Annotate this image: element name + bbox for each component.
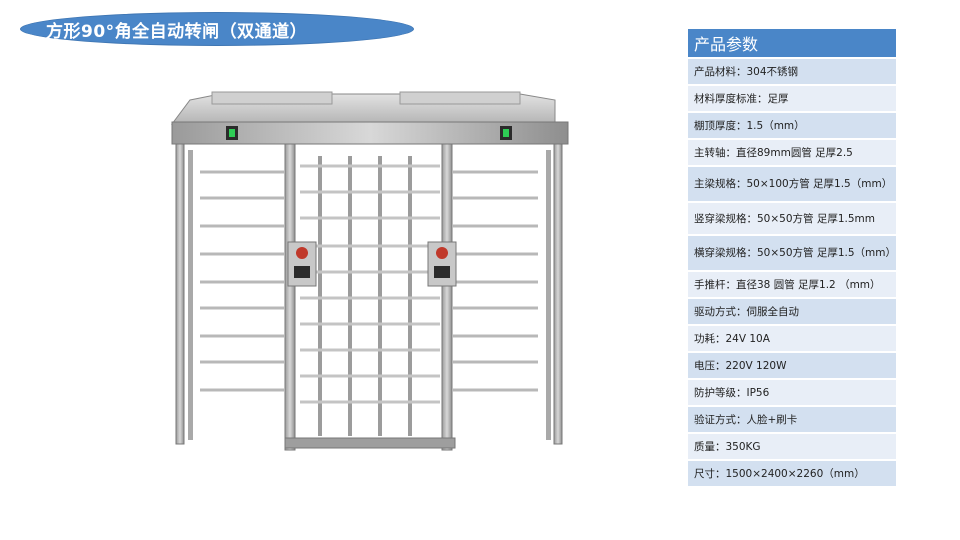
spec-row: 竖穿梁规格：50×50方管 足厚1.5mm (688, 201, 896, 234)
page-title: 方形90°角全自动转闸（双通道） (46, 22, 308, 42)
spec-row: 质量：350KG (688, 432, 896, 459)
turnstile-product-image (171, 91, 569, 451)
spec-row: 棚顶厚度：1.5（mm） (688, 111, 896, 138)
spec-row: 横穿梁规格：50×50方管 足厚1.5（mm） (688, 234, 896, 270)
spec-row: 材料厚度标准：足厚 (688, 84, 896, 111)
spec-row: 尺寸：1500×2400×2260（mm） (688, 459, 896, 486)
spec-table: 产品参数 产品材料：304不锈钢 材料厚度标准：足厚 棚顶厚度：1.5（mm） … (688, 29, 896, 486)
spec-row: 电压：220V 120W (688, 351, 896, 378)
title-banner (20, 12, 414, 46)
spec-row: 主梁规格：50×100方管 足厚1.5（mm） (688, 165, 896, 201)
spec-row: 验证方式：人脸+刷卡 (688, 405, 896, 432)
spec-row: 驱动方式：伺服全自动 (688, 297, 896, 324)
spec-row: 产品材料：304不锈钢 (688, 57, 896, 84)
spec-row: 主转轴：直径89mm圆管 足厚2.5 (688, 138, 896, 165)
spec-row: 手推杆：直径38 圆管 足厚1.2 （mm） (688, 270, 896, 297)
spec-row: 防护等级：IP56 (688, 378, 896, 405)
spec-row: 功耗：24V 10A (688, 324, 896, 351)
spec-table-header: 产品参数 (688, 29, 896, 57)
